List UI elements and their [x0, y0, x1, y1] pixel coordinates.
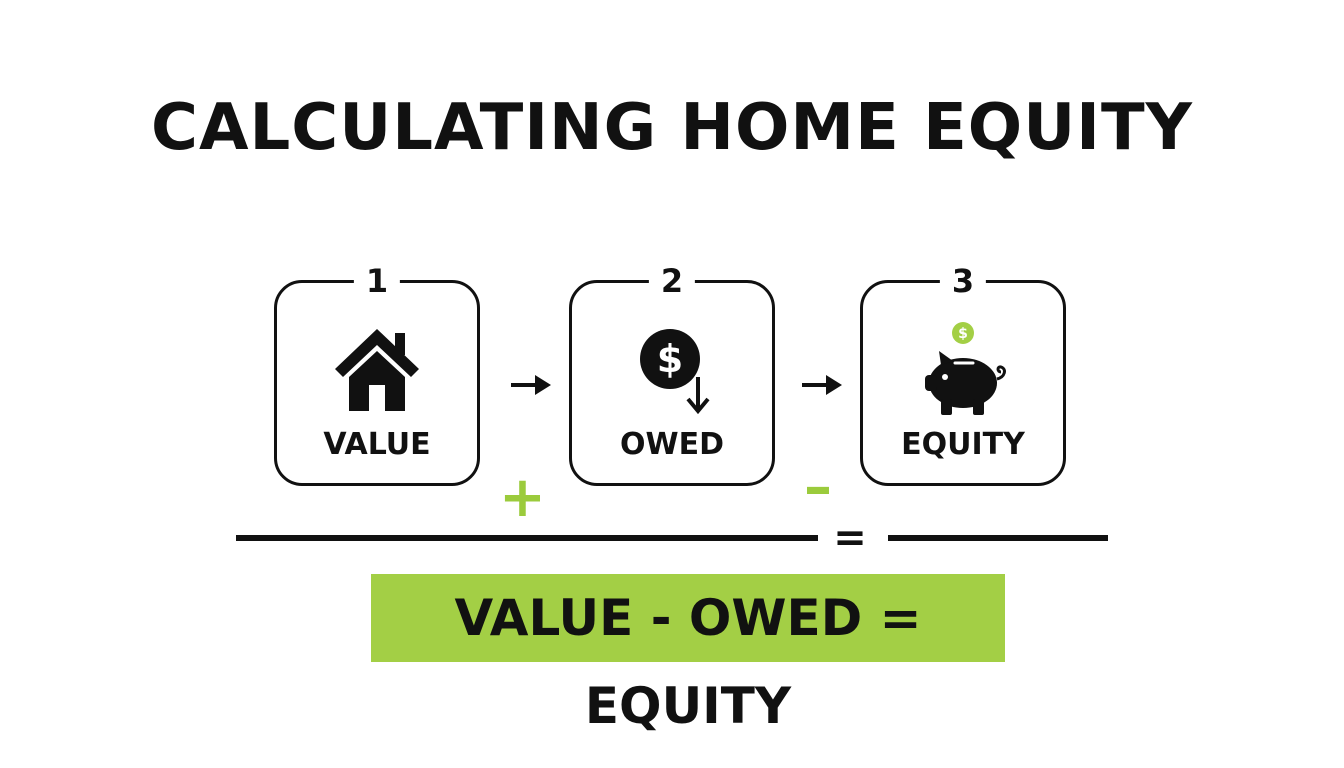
piggy-bank-icon: $ — [925, 322, 1006, 415]
minus-sign: – — [804, 455, 832, 520]
arrow-right-icon — [511, 375, 551, 395]
dollar-symbol: $ — [657, 337, 683, 381]
page-title: CALCULATING HOME EQUITY — [151, 91, 1193, 165]
equals-sign: = — [833, 515, 867, 561]
step-card-owed: 2 $ OWED — [569, 261, 775, 486]
step-number: 1 — [353, 261, 401, 301]
divider-rule-right — [888, 535, 1108, 541]
arrow-right-icon — [802, 375, 842, 395]
step-card-equity: 3 $ EQUITY — [860, 261, 1066, 486]
step-card-value: 1 VALUE — [274, 261, 480, 486]
formula-banner: VALUE - OWED = EQUITY — [371, 574, 1005, 735]
step-number: 3 — [939, 261, 987, 301]
coin-symbol: $ — [958, 326, 968, 342]
step-label-equity: EQUITY — [901, 427, 1025, 462]
step-label-value: VALUE — [323, 427, 431, 462]
step-number: 2 — [648, 261, 696, 301]
house-icon — [335, 329, 419, 411]
divider-rule-left — [236, 535, 818, 541]
step-label-owed: OWED — [620, 427, 724, 462]
dollar-down-icon: $ — [640, 329, 710, 415]
plus-sign: + — [499, 465, 546, 530]
